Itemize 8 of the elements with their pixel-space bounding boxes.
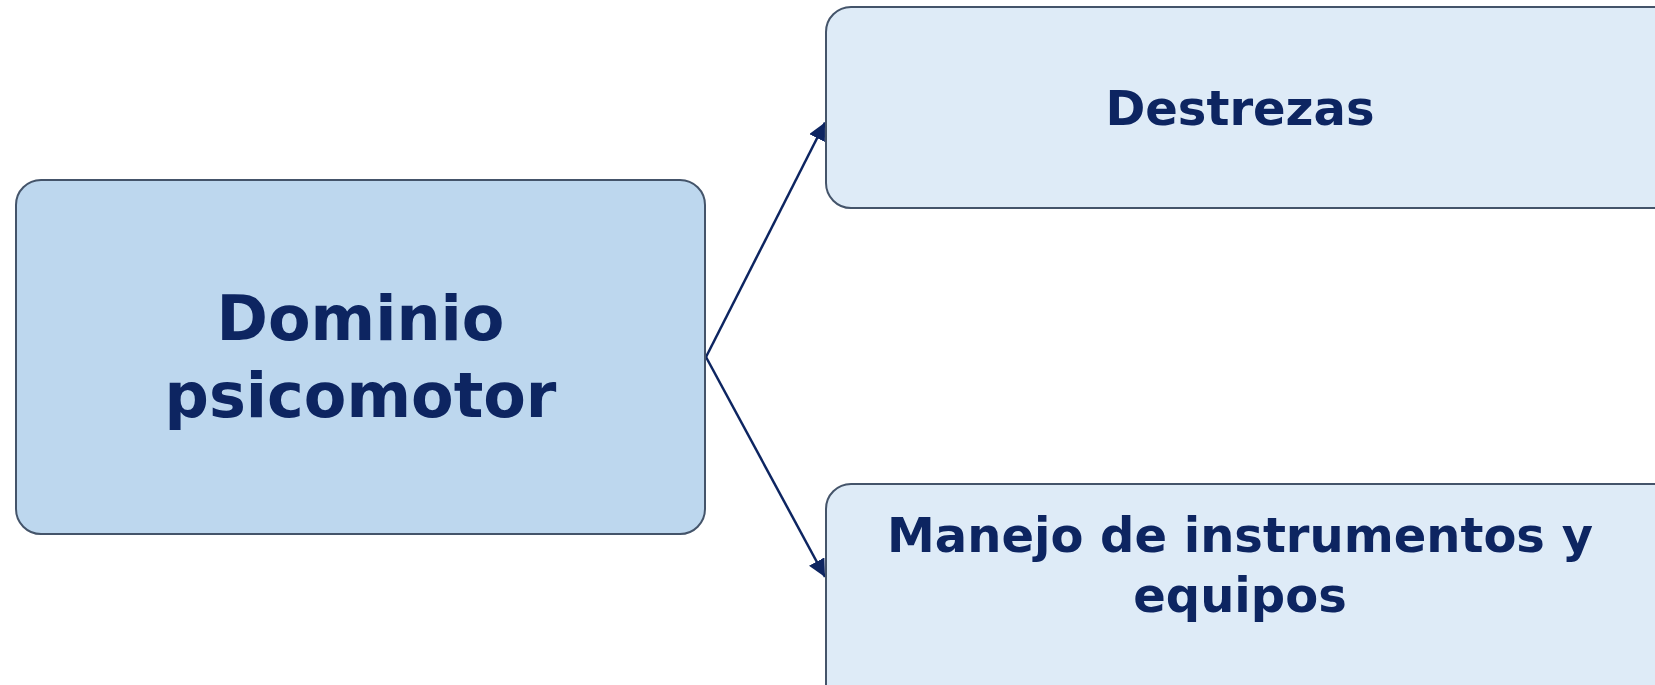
process-box bbox=[15, 179, 706, 535]
box-label: Destrezas bbox=[1105, 78, 1375, 138]
arrow bbox=[704, 121, 827, 358]
arrow bbox=[704, 356, 827, 578]
process-box bbox=[825, 483, 1655, 685]
box-label: Dominio psicomotor bbox=[163, 280, 558, 434]
box-label: Manejo de instrumentos y equipos bbox=[886, 506, 1594, 625]
process-box bbox=[825, 6, 1655, 209]
